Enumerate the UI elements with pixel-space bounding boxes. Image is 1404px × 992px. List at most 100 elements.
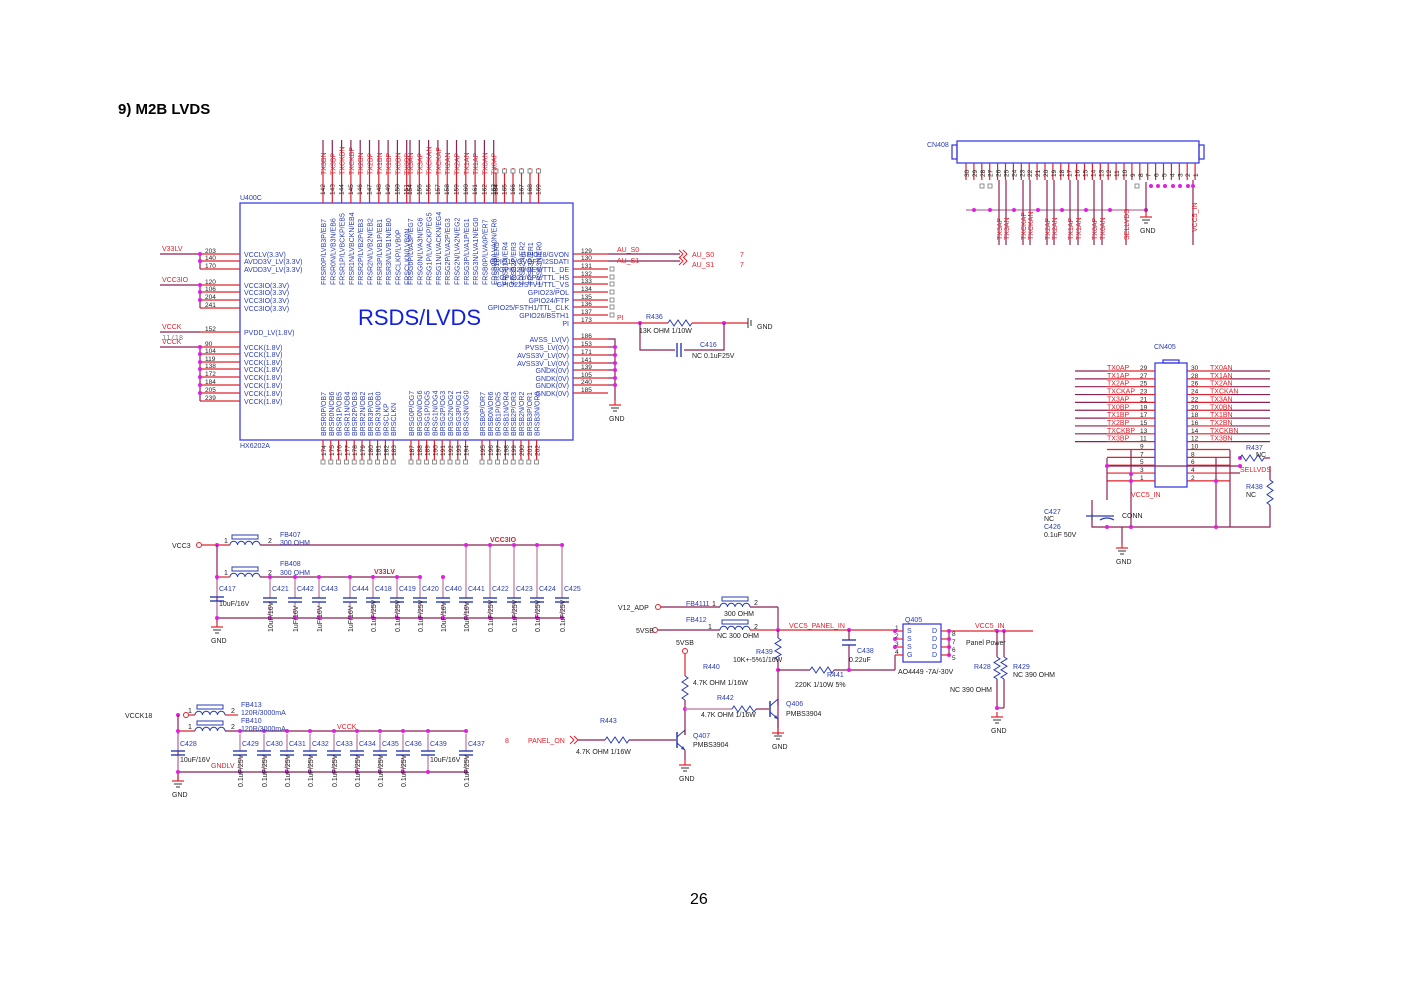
- pin-number: 135: [581, 294, 592, 301]
- pin-number: 5: [952, 655, 956, 662]
- ferrite-bead-icon: [721, 619, 749, 625]
- inductor-coil-icon: [194, 726, 226, 732]
- pin-number: 156: [426, 184, 433, 195]
- ground-label: GND: [991, 728, 1007, 735]
- junction-dot: [512, 616, 516, 620]
- pin-number: 28: [1191, 373, 1199, 380]
- junction-dot: [176, 729, 180, 733]
- component-ref: C426: [1044, 524, 1061, 531]
- component-ref: R428: [974, 664, 991, 671]
- component-value: NC 390 OHM: [950, 687, 992, 694]
- junction-dot: [198, 367, 202, 371]
- no-connect-marker: [979, 183, 985, 189]
- pin-number: 138: [205, 363, 216, 370]
- pin-number: 187: [409, 445, 416, 456]
- component-ref: R439: [756, 649, 773, 656]
- transistor-collector: [769, 698, 779, 707]
- ground-label: GND: [757, 324, 773, 331]
- pin-number: 1: [188, 724, 192, 731]
- component-ref: C443: [321, 586, 338, 593]
- junction-dot: [1156, 184, 1160, 188]
- inductor-coil-icon: [719, 602, 751, 608]
- pin-number: 26: [1191, 381, 1199, 388]
- pin-name: GPIO19/GVOFF/I2SDATI: [490, 259, 569, 266]
- net-label: TXCKBP: [349, 147, 356, 175]
- net-label: TX3BP: [330, 152, 337, 175]
- pin-number: 199: [511, 445, 518, 456]
- component-ref: C440: [445, 586, 462, 593]
- pin-number: 162: [481, 184, 488, 195]
- pin-number: 3: [1177, 173, 1184, 177]
- offpage-sheet: 7: [740, 252, 744, 259]
- component-value: 0.1uF/25V: [512, 599, 519, 632]
- ground-label: GND: [172, 792, 188, 799]
- pin-name: GPIO25/FSTH1/TTL_CLK: [488, 305, 570, 312]
- pin-number: 131: [581, 263, 592, 270]
- junction-dot: [198, 375, 202, 379]
- component-ref: FB410: [241, 718, 262, 725]
- net-label: TX1BN: [1210, 412, 1233, 419]
- pin-name: GPIO26/BSTH1: [519, 313, 569, 320]
- ferrite-bead-icon: [231, 534, 259, 540]
- net-label: TX1BP: [386, 152, 393, 175]
- pin-name: AVDD3V_LV(3.3V): [244, 259, 303, 266]
- component-ref: C420: [422, 586, 439, 593]
- pin-name: FRSB1P/ER5: [494, 242, 501, 285]
- net-label: VCC3IO: [162, 277, 189, 284]
- net-label: TX3AN: [1210, 396, 1233, 403]
- npn-transistor-q406-icon: [769, 698, 779, 720]
- pin-number: 7: [952, 639, 956, 646]
- component-ref: C433: [336, 741, 353, 748]
- wire: [684, 323, 725, 351]
- component-ref: R443: [600, 718, 617, 725]
- no-connect-marker: [502, 168, 507, 174]
- component-ref: C439: [430, 741, 447, 748]
- junction-dot: [1186, 184, 1190, 188]
- pin-number: 20: [1043, 169, 1050, 177]
- component-value: 10uF/16V: [430, 757, 461, 764]
- net-label: GNDLV: [211, 763, 235, 770]
- ground-icon: [609, 400, 621, 412]
- polarized-capacitor-icon: [1099, 517, 1115, 521]
- net-label: TXCKBN: [1210, 428, 1238, 435]
- no-connect-marker: [359, 459, 365, 465]
- junction-dot: [893, 629, 897, 633]
- no-connect-marker: [431, 459, 437, 465]
- net-label: TXCKAP: [1107, 389, 1135, 396]
- pin-number: 3: [895, 641, 899, 648]
- pin-name: D: [932, 628, 937, 635]
- pin-name: GPIO23/POL: [528, 290, 569, 297]
- no-connect-marker: [1134, 183, 1140, 189]
- component-value: 0.22uF: [849, 657, 871, 664]
- component-value: NC: [1044, 516, 1054, 523]
- pin-name: BRSCLKN: [391, 403, 398, 436]
- net-label: TX1AN: [1076, 217, 1083, 240]
- pin-number: 146: [357, 184, 364, 195]
- pin-number: 15: [1083, 169, 1090, 177]
- ferrite-bead-icon: [231, 566, 259, 572]
- pin-name: BRSR1P/OB5: [337, 392, 344, 436]
- inductor-coil-icon: [229, 572, 261, 578]
- component-ref: CN405: [1154, 344, 1176, 351]
- component-ref: Q405: [905, 617, 922, 624]
- pin-name: BRSG2P/OG3: [440, 391, 447, 436]
- conn-label: CONN: [1122, 513, 1143, 520]
- pin-name: FRSG1N/LVACKN/EG4: [436, 212, 443, 285]
- net-label: TX1BP: [1107, 412, 1130, 419]
- junction-dot: [995, 706, 999, 710]
- component-ref: C444: [352, 586, 369, 593]
- junction-dot: [947, 637, 951, 641]
- pin-name: BRSR2P/OB3: [352, 392, 359, 436]
- junction-dot: [348, 575, 352, 579]
- component-value: NC 300 OHM: [717, 633, 759, 640]
- component-value: NC: [1246, 492, 1256, 499]
- component-ref: Q406: [786, 701, 803, 708]
- resistor-icon: [993, 656, 1001, 680]
- pin-number: 30: [1191, 365, 1199, 372]
- component-value: 0.1uF/25V: [418, 599, 425, 632]
- junction-dot: [893, 645, 897, 649]
- pin-number: 1: [708, 624, 712, 631]
- pin-name: BRSR3P/OB1: [368, 392, 375, 436]
- junction-dot: [285, 729, 289, 733]
